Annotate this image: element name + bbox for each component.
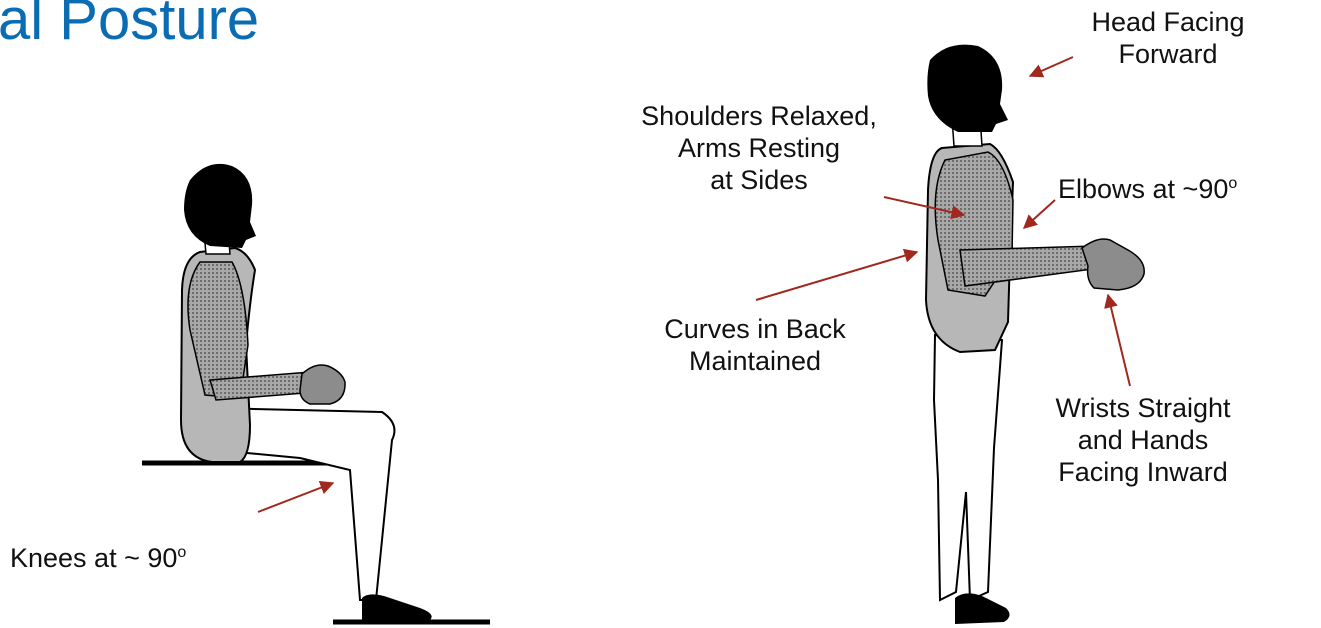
standing-figure — [926, 45, 1144, 624]
standing-hand — [1082, 239, 1144, 290]
label-text: Elbows at ~90 — [1058, 174, 1228, 204]
label-line: Maintained — [640, 345, 870, 377]
arrow-curves — [756, 252, 917, 300]
label-elbows: Elbows at ~90o — [1058, 168, 1237, 205]
seated-hand — [300, 365, 345, 404]
label-knees: Knees at ~ 90o — [10, 537, 186, 574]
label-line: Forward — [1070, 38, 1266, 70]
label-line: Shoulders Relaxed, — [594, 100, 924, 132]
standing-forearm — [960, 246, 1100, 286]
label-line: Wrists Straight — [1010, 392, 1276, 424]
label-head-facing: Head Facing Forward — [1070, 6, 1266, 70]
page-title: al Posture — [0, 0, 259, 53]
label-line: and Hands — [1010, 424, 1276, 456]
label-line: Head Facing — [1070, 6, 1266, 38]
label-line: Curves in Back — [640, 313, 870, 345]
label-curves: Curves in Back Maintained — [640, 313, 870, 377]
seated-figure — [142, 164, 490, 622]
label-text: Knees at ~ 90 — [10, 543, 177, 573]
arrow-knees — [258, 483, 333, 512]
label-line: at Sides — [594, 164, 924, 196]
arrow-head — [1030, 57, 1073, 76]
seated-head — [184, 164, 256, 248]
seated-foot — [362, 594, 432, 622]
standing-feet — [955, 593, 1010, 624]
label-shoulders: Shoulders Relaxed, Arms Resting at Sides — [594, 100, 924, 196]
standing-legs — [934, 335, 1002, 600]
degree-sup: o — [177, 544, 186, 561]
degree-sup: o — [1228, 175, 1237, 192]
label-line: Arms Resting — [594, 132, 924, 164]
label-line: Facing Inward — [1010, 456, 1276, 488]
standing-head — [927, 45, 1008, 132]
label-wrists: Wrists Straight and Hands Facing Inward — [1010, 392, 1276, 488]
arrow-elbows — [1024, 200, 1055, 228]
arrow-wrists — [1108, 295, 1130, 386]
